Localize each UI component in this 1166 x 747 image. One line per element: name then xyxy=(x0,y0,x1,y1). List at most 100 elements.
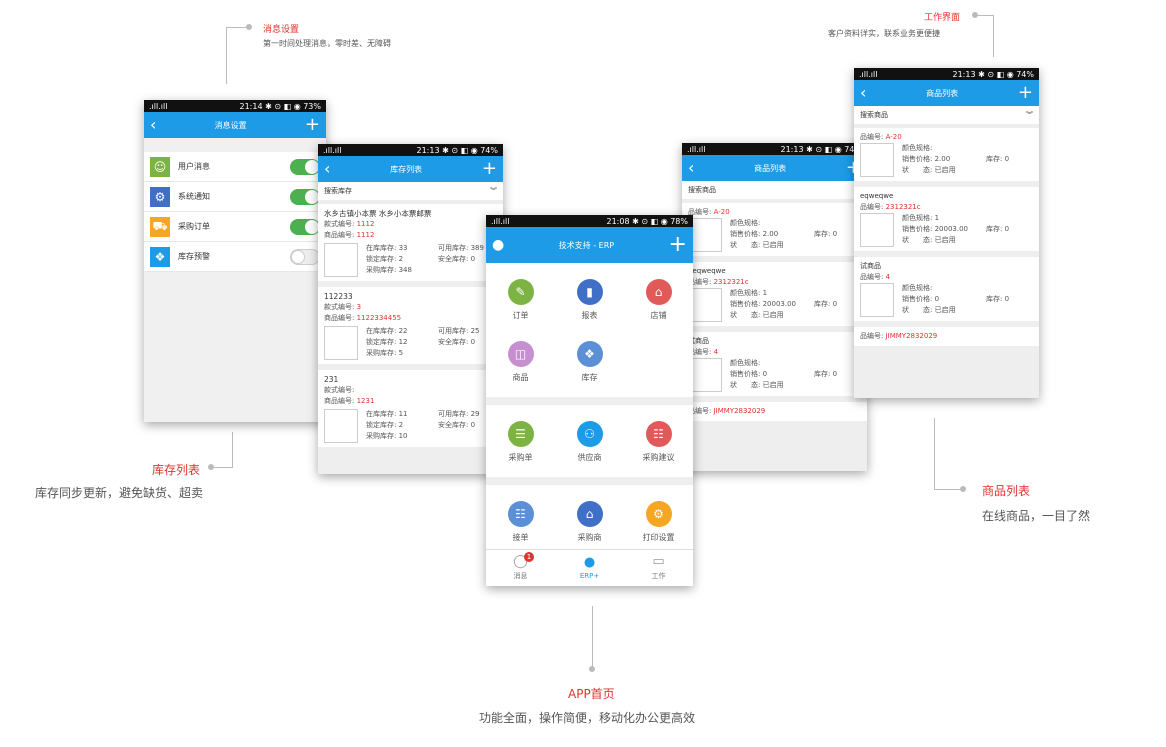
add-icon[interactable]: + xyxy=(1017,82,1033,103)
product-no-label: 商品编号: xyxy=(324,231,355,239)
callout-message-settings-title: 消息设置 xyxy=(263,25,300,35)
search-bar[interactable]: 搜索商品 ︾ xyxy=(682,181,867,203)
status-icons: ✱ ⊙ ◧ ◉ xyxy=(978,69,1014,79)
stock-item: 安全库存: 0 xyxy=(438,421,476,429)
clock: 21:13 xyxy=(780,144,804,154)
product-no-value: A-20 xyxy=(883,133,902,141)
order-icon: ✎ xyxy=(507,279,534,305)
feature-report[interactable]: ▮报表 xyxy=(555,269,624,331)
drop-icon: ● xyxy=(583,555,596,570)
feature-suggestion[interactable]: ☷ 采购建议 xyxy=(624,411,693,473)
back-icon[interactable]: ‹ xyxy=(688,158,695,177)
phone-message-settings: .ıll.ıll 21:14 ✱ ⊙ ◧ ◉ 73% ‹ 消息设置 + ☺用户消… xyxy=(144,100,326,422)
callout-line xyxy=(993,15,994,57)
tab-erp[interactable]: ●ERP+ xyxy=(555,550,624,586)
stock-item: 安全库存: 0 xyxy=(438,255,476,263)
search-input[interactable]: 搜索商品 xyxy=(860,111,888,119)
product-no-label: 品编号: xyxy=(688,278,712,286)
callout-line xyxy=(592,606,593,668)
add-icon[interactable]: + xyxy=(304,114,320,135)
product-card[interactable]: 品编号: JIMMY2832029 xyxy=(682,402,867,421)
phone-product-list-workspace: .ıll.ıll 21:13 ✱ ⊙ ◧ ◉ 74% ‹ 商品列表 + 搜索商品… xyxy=(854,68,1039,398)
feature-buyer[interactable]: ⌂采购商 xyxy=(555,491,624,553)
chevron-down-icon[interactable]: ︾ xyxy=(1026,111,1033,119)
settings-row: ⛟采购订单 xyxy=(144,212,326,242)
callout-dot xyxy=(246,24,252,30)
style-no-label: 款式编号: xyxy=(324,303,355,311)
style-no-label: 款式编号: xyxy=(324,386,355,394)
stock-value: 库存: 0 xyxy=(986,225,1010,233)
phone-inventory-list: .ıll.ıll 21:13 ✱ ⊙ ◧ ◉ 74% ‹ 库存列表 + 搜索库存… xyxy=(318,144,503,474)
stock-item: 在库库存: 33 xyxy=(366,244,408,252)
print-settings-icon: ⚙ xyxy=(645,501,672,527)
feature-purchase-order[interactable]: ☰采购单 xyxy=(486,411,555,473)
product-card[interactable]: 品编号: JIMMY2832029 xyxy=(854,327,1039,346)
notification-toggle[interactable] xyxy=(290,248,320,265)
search-input[interactable]: 搜索库存 xyxy=(324,187,352,195)
product-no-value: JIMMY2832029 xyxy=(883,332,938,340)
feature-label: 采购建议 xyxy=(642,453,675,462)
chevron-down-icon[interactable]: ︾ xyxy=(490,187,497,195)
notification-toggle[interactable] xyxy=(290,218,320,235)
product-no-value: 1231 xyxy=(354,397,375,405)
battery-level: 73% xyxy=(303,101,321,111)
search-input[interactable]: 搜索商品 xyxy=(688,186,716,194)
stock-item: 采购库存: 5 xyxy=(366,349,404,357)
battery-level: 78% xyxy=(670,216,688,226)
add-icon[interactable]: + xyxy=(668,232,687,257)
back-icon[interactable]: ‹ xyxy=(150,115,157,134)
product-no-value: 4 xyxy=(711,348,719,356)
status-row: 状 态: 已启用 xyxy=(902,166,956,174)
callout-line xyxy=(232,432,233,468)
stock-row: 采购库存: 348 xyxy=(366,265,484,276)
back-icon[interactable]: ‹ xyxy=(324,159,331,178)
callout-line xyxy=(226,28,227,84)
status-bar: .ıll.ıll 21:13 ✱ ⊙ ◧ ◉ 74% xyxy=(318,144,503,156)
back-icon[interactable]: ‹ xyxy=(860,83,867,102)
feature-supplier[interactable]: ⚇供应商 xyxy=(555,411,624,473)
search-bar[interactable]: 搜索商品 ︾ xyxy=(854,106,1039,128)
nav-bar: ‹ 消息设置 + xyxy=(144,112,326,138)
search-bar[interactable]: 搜索库存 ︾ xyxy=(318,182,503,204)
feature-store[interactable]: ⌂店铺 xyxy=(624,269,693,331)
callout-dot xyxy=(960,486,966,492)
stock-item: 可用库存: 29 xyxy=(438,410,480,418)
product-thumbnail xyxy=(688,288,722,322)
settings-label: 用户消息 xyxy=(178,162,210,171)
feature-print-settings[interactable]: ⚙打印设置 xyxy=(624,491,693,553)
stock-item: 安全库存: 0 xyxy=(438,338,476,346)
notification-toggle[interactable] xyxy=(290,188,320,205)
feature-bag[interactable]: ◫商品 xyxy=(486,331,555,393)
notification-toggle[interactable] xyxy=(290,158,320,175)
feature-order[interactable]: ✎订单 xyxy=(486,269,555,331)
feature-stock[interactable]: ❖库存 xyxy=(555,331,624,393)
product-name: eqweqwe xyxy=(860,192,894,200)
product-name: qeqweqwe xyxy=(688,267,726,275)
status-icons: ✱ ⊙ ◧ ◉ xyxy=(632,216,668,226)
product-no-row: 商品编号: 1122334455 xyxy=(324,313,497,324)
phone-app-home: .ıll.ıll 21:08 ✱ ⊙ ◧ ◉ 78% ● 技术支持 - ERP … xyxy=(486,215,693,586)
signal-icon: .ıll.ıll xyxy=(859,69,878,79)
feature-receive[interactable]: ☷接单 xyxy=(486,491,555,553)
add-icon[interactable]: + xyxy=(481,158,497,179)
stock-item: 锁定库存: 2 xyxy=(366,421,404,429)
suggestion-icon: ☷ xyxy=(645,421,672,447)
gear-icon: ⚙ xyxy=(150,186,170,207)
tab-work[interactable]: ▭工作 xyxy=(624,550,693,586)
